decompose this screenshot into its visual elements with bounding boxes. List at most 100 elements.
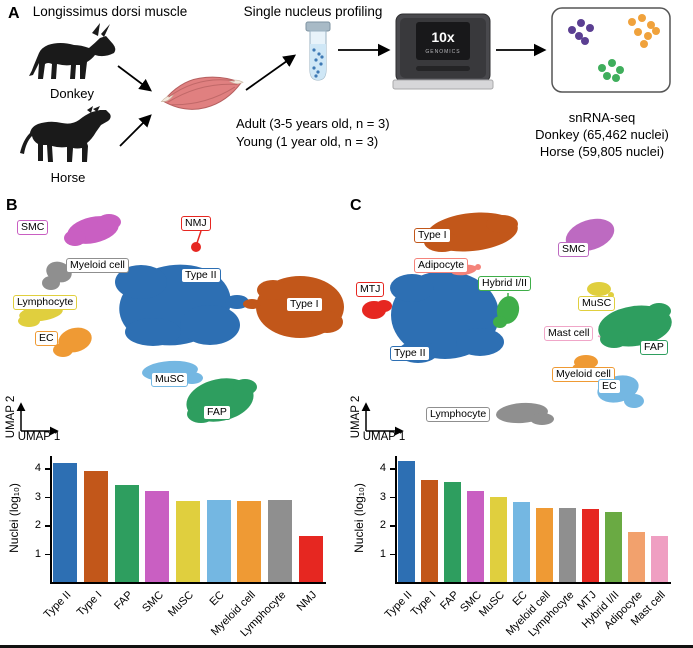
umap-horse-canvas: UMAP 2 UMAP 1 [350, 212, 672, 442]
bar-mast-cell [651, 536, 668, 582]
cluster-type-ii [390, 271, 504, 363]
profiling-title: Single nucleus profiling [243, 4, 383, 19]
y-tick-label: 1 [34, 547, 41, 560]
bar-type-i [421, 479, 438, 582]
bar-ec [206, 499, 231, 582]
sequencer-brand-subtext: GENOMICS [425, 49, 460, 55]
bar-myeloid-cell [536, 508, 553, 582]
muscle-icon [160, 76, 244, 110]
y-axis-line [50, 456, 52, 582]
sequencer-brand-text: 10x [431, 29, 455, 45]
bar-musc [176, 500, 200, 582]
horse-nuclei-count: Horse (59,805 nuclei) [539, 144, 665, 159]
young-cohort-text: Young (1 year old, n = 3) [236, 134, 379, 149]
bar-mtj [582, 509, 599, 582]
panel-b-label: B [6, 197, 18, 214]
cluster-label-myeloid-cell: Myeloid cell [66, 258, 129, 273]
snrna-title: snRNA-seq [568, 110, 636, 125]
panel-a-label: A [8, 5, 20, 22]
x-tick-label-type-i: Type I [74, 589, 105, 619]
cluster-ec [53, 327, 92, 357]
x-tick-label-musc: MuSC [166, 589, 197, 620]
bar-lymphocyte [559, 508, 576, 582]
cluster-label-type-i: Type I [414, 228, 451, 243]
x-tick-label-fap: FAP [437, 589, 461, 613]
figure-bottom-border [0, 645, 693, 648]
cluster-label-hybrid-i-ii: Hybrid I/II [478, 276, 531, 291]
y-tick-mark [390, 553, 395, 556]
cluster-label-musc: MuSC [151, 372, 189, 387]
arrow-horse-to-muscle [119, 114, 152, 147]
cluster-label-type-ii: Type II [390, 346, 430, 361]
y-tick-mark [45, 496, 50, 499]
cluster-label-lymphocyte: Lymphocyte [426, 407, 491, 422]
cell-clusters-icon [551, 7, 671, 93]
bar-adipocyte [628, 532, 645, 582]
umap-y-axis-label: UMAP 2 [5, 396, 17, 439]
y-axis-line [395, 456, 397, 582]
y-tick-label: 3 [34, 490, 41, 503]
bar-smc [145, 490, 170, 582]
bar-ec [513, 502, 530, 582]
bar-type-ii [53, 462, 78, 582]
x-axis-line [50, 582, 326, 584]
bar-smc [467, 490, 484, 582]
cluster-smc [64, 214, 121, 246]
x-tick-label-type-ii: Type II [41, 589, 74, 621]
cluster-label-fap: FAP [640, 340, 668, 355]
arrow-donkey-to-muscle [117, 65, 153, 92]
x-tick-label-type-i: Type I [408, 589, 438, 619]
cluster-hybrid-i-ii [493, 293, 520, 328]
bar-fap [444, 482, 461, 582]
bar-lymphocyte [268, 499, 292, 582]
donkey-nuclei-count: Donkey (65,462 nuclei) [535, 127, 669, 142]
cluster-myeloid-cell [42, 261, 72, 290]
tube-icon [305, 21, 331, 81]
cluster-label-type-ii: Type II [181, 268, 221, 283]
sequencer-icon: 10x GENOMICS [392, 13, 494, 90]
y-tick-mark [390, 525, 395, 527]
umap-x-axis-label: UMAP 1 [18, 431, 61, 442]
x-tick-label-type-ii: Type II [383, 589, 415, 621]
x-tick-label-musc: MuSC [476, 589, 507, 620]
y-tick-label: 4 [34, 462, 41, 475]
bar-myeloid-cell [237, 500, 262, 582]
cluster-type-ii [115, 264, 249, 346]
cluster-label-mast-cell: Mast cell [544, 326, 594, 341]
cluster-label-smc: SMC [558, 242, 590, 257]
y-tick-label: 1 [379, 547, 386, 560]
x-tick-label-smc: SMC [140, 589, 166, 615]
y-tick-label: 2 [34, 519, 41, 532]
donkey-label: Donkey [49, 86, 95, 101]
y-tick-mark [390, 468, 395, 470]
cluster-label-mtj: MTJ [356, 282, 385, 297]
x-tick-label-ec: EC [207, 589, 228, 609]
donkey-icon [29, 23, 116, 79]
umap-donkey-canvas: UMAP 2 UMAP 1 [5, 214, 344, 442]
y-tick-mark [45, 468, 50, 470]
adult-cohort-text: Adult (3-5 years old, n = 3) [236, 116, 390, 131]
y-tick-mark [45, 525, 50, 527]
cluster-label-adipocyte: Adipocyte [414, 258, 469, 273]
arrow-muscle-to-tube [245, 54, 297, 91]
cluster-label-ec: EC [35, 331, 58, 346]
cluster-label-musc: MuSC [578, 296, 616, 311]
muscle-title: Longissimus dorsi muscle [32, 4, 188, 19]
y-tick-label: 2 [379, 519, 386, 532]
bar-musc [490, 496, 507, 582]
cluster-nmj [191, 230, 202, 252]
umap-x-axis-label: UMAP 1 [363, 431, 406, 442]
x-tick-label-nmj: NMJ [294, 589, 320, 614]
flow-arrows [117, 43, 547, 147]
x-tick-label-fap: FAP [111, 589, 136, 613]
y-tick-label: 3 [379, 490, 386, 503]
cluster-label-myeloid-cell: Myeloid cell [552, 367, 615, 382]
x-axis-line [395, 582, 671, 584]
bar-fap [114, 485, 139, 582]
bar-nmj [298, 536, 323, 582]
